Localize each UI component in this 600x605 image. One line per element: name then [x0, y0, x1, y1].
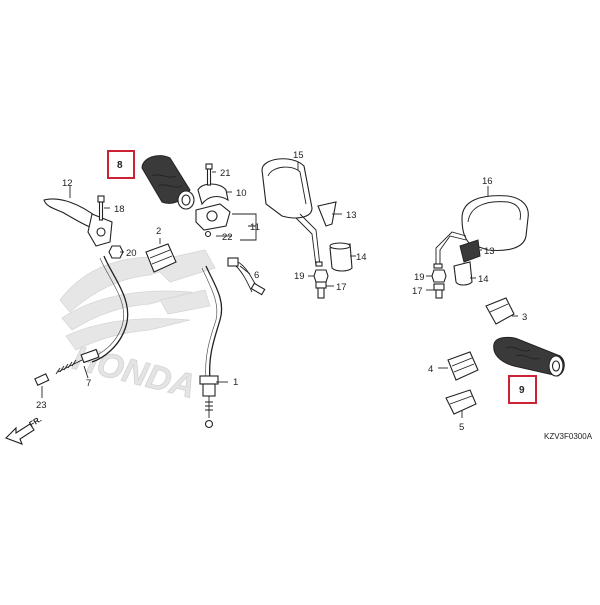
switch-5	[445, 389, 477, 415]
throttle-grip-8	[141, 155, 195, 210]
throttle-cable-1	[199, 265, 223, 429]
boot-13	[317, 201, 337, 227]
callout-13-b: 13	[484, 246, 495, 257]
callout-3: 3	[522, 312, 527, 323]
callout-15: 15	[293, 150, 304, 161]
housing-10	[197, 183, 229, 206]
mirror-15	[261, 158, 323, 267]
callout-19: 19	[294, 271, 305, 282]
callout-12: 12	[62, 178, 73, 189]
switch-4	[447, 351, 479, 381]
right-grip-9	[493, 336, 565, 377]
bolt-17-right	[433, 283, 445, 299]
highlight-callout-8: 8	[107, 150, 135, 179]
nut-19	[313, 269, 329, 283]
callout-17-b: 17	[412, 286, 423, 297]
bolt-18	[97, 195, 105, 221]
clutch-lever	[43, 198, 113, 247]
callout-18: 18	[114, 204, 125, 215]
callout-5: 5	[459, 422, 464, 433]
switch-wire-6	[227, 257, 266, 296]
callout-10: 10	[236, 188, 247, 199]
nut-20	[108, 245, 124, 259]
callout-21: 21	[220, 168, 231, 179]
callout-22: 22	[222, 232, 233, 243]
highlight-callout-9: 9	[508, 375, 537, 404]
switch-2	[145, 243, 177, 273]
callout-14-b: 14	[478, 274, 489, 285]
callout-11: 11	[250, 222, 260, 233]
callout-labels: 1 2 3 4 5 6 7 10 11 12 13 14 15 16 17 18…	[36, 150, 527, 433]
callout-8: 8	[117, 160, 123, 171]
callout-7: 7	[86, 378, 91, 389]
front-direction-arrow: FR.	[5, 415, 44, 445]
cover-14-right	[453, 261, 473, 286]
callout-4: 4	[428, 364, 433, 375]
callout-6: 6	[254, 270, 259, 281]
leader-lines	[41, 162, 518, 418]
switch-3	[485, 297, 515, 325]
clutch-cable-7	[55, 255, 129, 375]
honda-wing-watermark: HONDA	[59, 249, 216, 406]
nut-19-right	[431, 269, 447, 283]
diagram-code: KZV3F0300A	[544, 432, 593, 441]
throttle-housing-11	[195, 203, 231, 238]
bolt-17	[315, 281, 327, 299]
callout-13: 13	[346, 210, 357, 221]
callout-17: 17	[336, 282, 347, 293]
cap-23	[34, 373, 50, 386]
callout-23: 23	[36, 400, 47, 411]
screw-21	[205, 163, 213, 186]
callout-14: 14	[356, 252, 367, 263]
callout-16: 16	[482, 176, 493, 187]
callout-9: 9	[519, 385, 525, 396]
callout-1: 1	[233, 377, 238, 388]
boot-13-right	[459, 239, 481, 263]
cover-14	[329, 242, 353, 272]
front-direction-label: FR.	[28, 415, 44, 429]
callout-20: 20	[126, 248, 137, 259]
watermark-text: HONDA	[69, 339, 199, 406]
callout-2: 2	[156, 226, 161, 237]
mirror-16	[433, 195, 529, 269]
callout-19-b: 19	[414, 272, 425, 283]
